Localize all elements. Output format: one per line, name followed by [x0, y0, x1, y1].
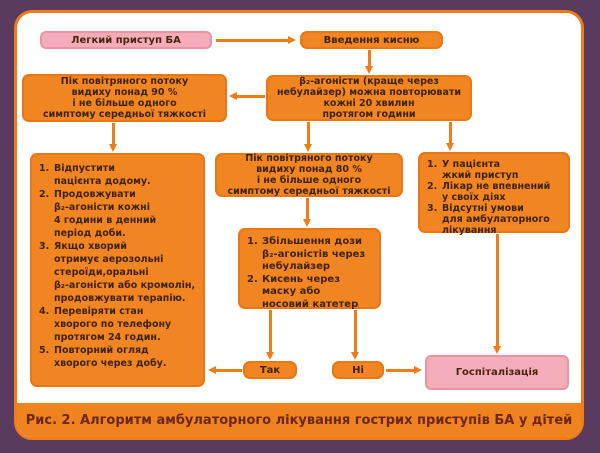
arrow-head-down-icon: [303, 219, 311, 227]
no-box: Ні: [332, 361, 384, 379]
list-item-number: 3.: [427, 203, 438, 214]
arrow-head-down-icon: [365, 66, 373, 74]
list-item-number: 2.: [247, 273, 258, 285]
arrow-shaft: [306, 198, 309, 220]
arrow-head-right-icon: [288, 36, 296, 44]
arrow-peak80-to-increase: [303, 198, 312, 227]
list-item-number: 1.: [39, 163, 50, 174]
arrow-beta-to-peak80: [304, 122, 313, 152]
arrow-increase-to-yes: [266, 310, 275, 360]
arrow-head-left-icon: [208, 366, 216, 374]
list-item-number: 4.: [39, 306, 50, 317]
arrow-shaft: [386, 369, 414, 372]
yes-box: Так: [243, 361, 297, 379]
hospitalization-box: Госпіталізація: [425, 355, 569, 390]
arrow-shaft: [307, 122, 310, 145]
arrow-shaft: [496, 234, 499, 347]
arrow-shaft: [112, 123, 115, 145]
arrow-shaft: [215, 369, 242, 372]
mild-attack-box: Легкий приступ БА: [40, 31, 212, 49]
arrow-yes-to-homecare: [208, 366, 242, 375]
arrow-beta-to-severe: [446, 122, 455, 151]
arrow-severe-to-hospitalization: [493, 234, 502, 354]
arrow-mild-to-oxygen: [216, 36, 296, 45]
list-item-number: 3.: [39, 241, 50, 252]
arrow-shaft: [449, 122, 452, 144]
list-item-number: 5.: [39, 345, 50, 356]
arrow-beta-to-peak90: [229, 92, 265, 101]
arrow-shaft: [368, 50, 371, 67]
arrow-head-left-icon: [229, 92, 237, 100]
arrow-shaft: [269, 310, 272, 353]
list-item-number: 1.: [427, 159, 438, 170]
arrow-head-right-icon: [414, 366, 422, 374]
arrow-oxygen-to-beta: [365, 50, 374, 75]
oxygen-box: Введення кисню: [300, 31, 443, 49]
arrow-head-down-icon: [493, 346, 501, 354]
list-item-number: 2.: [427, 181, 438, 192]
arrow-increase-to-no: [351, 310, 360, 360]
arrow-shaft: [354, 310, 357, 353]
arrow-head-down-icon: [351, 352, 359, 360]
arrow-shaft: [216, 39, 289, 42]
arrow-shaft: [236, 95, 265, 98]
caption-band: Рис. 2. Алгоритм амбулаторного лікування…: [17, 403, 581, 437]
arrow-head-down-icon: [446, 143, 454, 151]
flowchart-panel: Легкий приступ БА Введення кисню Пік пов…: [14, 10, 584, 440]
arrow-head-down-icon: [266, 352, 274, 360]
arrow-no-to-hospitalization: [386, 366, 422, 375]
list-item-number: 1.: [247, 236, 258, 247]
list-item-number: 2.: [39, 189, 50, 200]
arrow-head-down-icon: [109, 144, 117, 152]
arrow-head-down-icon: [304, 144, 312, 152]
figure-caption: Рис. 2. Алгоритм амбулаторного лікування…: [25, 412, 573, 428]
arrow-peak90-to-homecare: [109, 123, 118, 152]
